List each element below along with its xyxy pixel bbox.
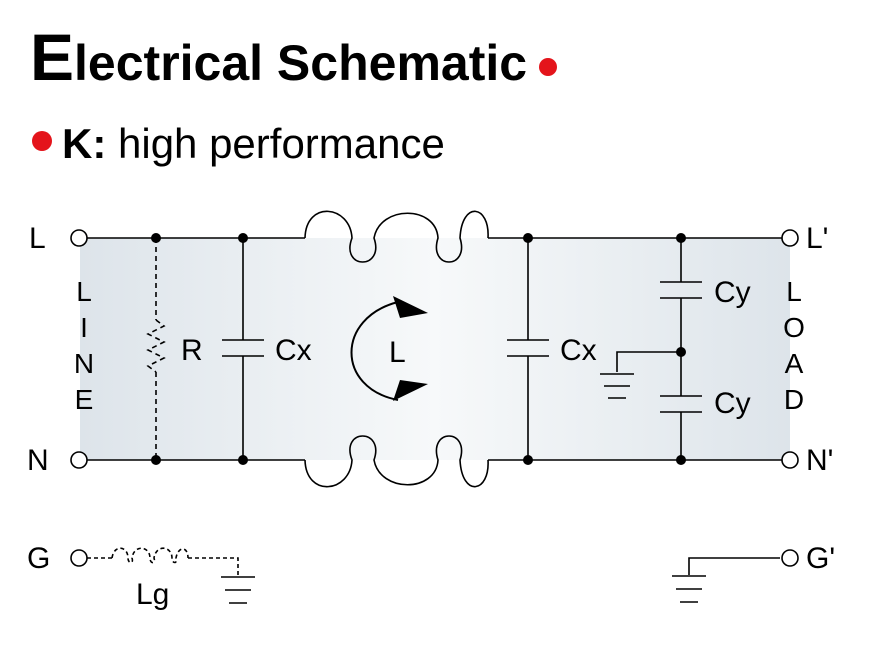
subtitle: K: high performance bbox=[32, 120, 445, 168]
subtitle-text: high performance bbox=[118, 120, 445, 167]
subtitle-bullet-icon bbox=[32, 131, 52, 151]
load-letter: A bbox=[785, 348, 804, 379]
ground-symbol-g bbox=[221, 576, 255, 604]
line-letter: L bbox=[76, 276, 92, 307]
title-rest: lectrical Schematic bbox=[74, 35, 528, 91]
cy-ground bbox=[600, 351, 681, 399]
ground-inductor-lg bbox=[87, 547, 239, 576]
page-title: Electrical Schematic bbox=[30, 24, 558, 92]
terminal-g-in bbox=[70, 549, 88, 567]
label-lg: Lg bbox=[136, 578, 169, 611]
label-n-in: N bbox=[27, 444, 49, 477]
junction-dot bbox=[523, 455, 533, 465]
junction-dot bbox=[151, 455, 161, 465]
load-letter: O bbox=[783, 312, 805, 343]
junction-dot bbox=[238, 455, 248, 465]
junction-dot bbox=[151, 233, 161, 243]
load-letter: D bbox=[784, 384, 804, 415]
label-g-out: G' bbox=[806, 542, 835, 575]
inductor-top-coil bbox=[304, 210, 489, 263]
label-l-out: L' bbox=[806, 222, 828, 255]
terminal-n-out bbox=[781, 451, 799, 469]
title-bullet-icon bbox=[539, 58, 558, 76]
label-n-out: N' bbox=[806, 444, 833, 477]
flux-arc bbox=[350, 301, 399, 401]
flux-arrow-bottom-icon bbox=[393, 380, 428, 401]
label-resistor-r: R bbox=[181, 334, 203, 367]
terminal-g-out bbox=[781, 549, 799, 567]
terminal-l-in bbox=[70, 229, 88, 247]
capacitor-cx-right bbox=[507, 238, 549, 460]
label-l-in: L bbox=[29, 222, 46, 255]
junction-dot bbox=[676, 347, 686, 357]
line-letter: E bbox=[75, 384, 94, 415]
title-initial: E bbox=[30, 20, 75, 94]
line-letter: N bbox=[74, 348, 94, 379]
line-letter: I bbox=[80, 312, 88, 343]
junction-dot bbox=[676, 455, 686, 465]
label-cy-top: Cy bbox=[714, 276, 751, 309]
terminal-l-out bbox=[781, 229, 799, 247]
resistor-r bbox=[146, 238, 166, 460]
capacitor-cx-left bbox=[222, 238, 264, 460]
label-cx-left: Cx bbox=[275, 334, 312, 367]
junction-dot bbox=[676, 233, 686, 243]
label-g-in: G bbox=[27, 542, 50, 575]
junction-dot bbox=[523, 233, 533, 243]
terminal-n-in bbox=[70, 451, 88, 469]
inductor-bottom-coil bbox=[304, 435, 489, 488]
label-cx-right: Cx bbox=[560, 334, 597, 367]
filter-panel bbox=[80, 238, 790, 460]
load-letter: L bbox=[786, 276, 802, 307]
junction-dot bbox=[238, 233, 248, 243]
ground-symbol-g-prime bbox=[672, 557, 780, 603]
label-inductor-l: L bbox=[389, 336, 406, 369]
flux-arrow-top-icon bbox=[393, 296, 428, 318]
label-cy-bottom: Cy bbox=[714, 387, 751, 420]
subtitle-key: K: bbox=[62, 120, 107, 167]
